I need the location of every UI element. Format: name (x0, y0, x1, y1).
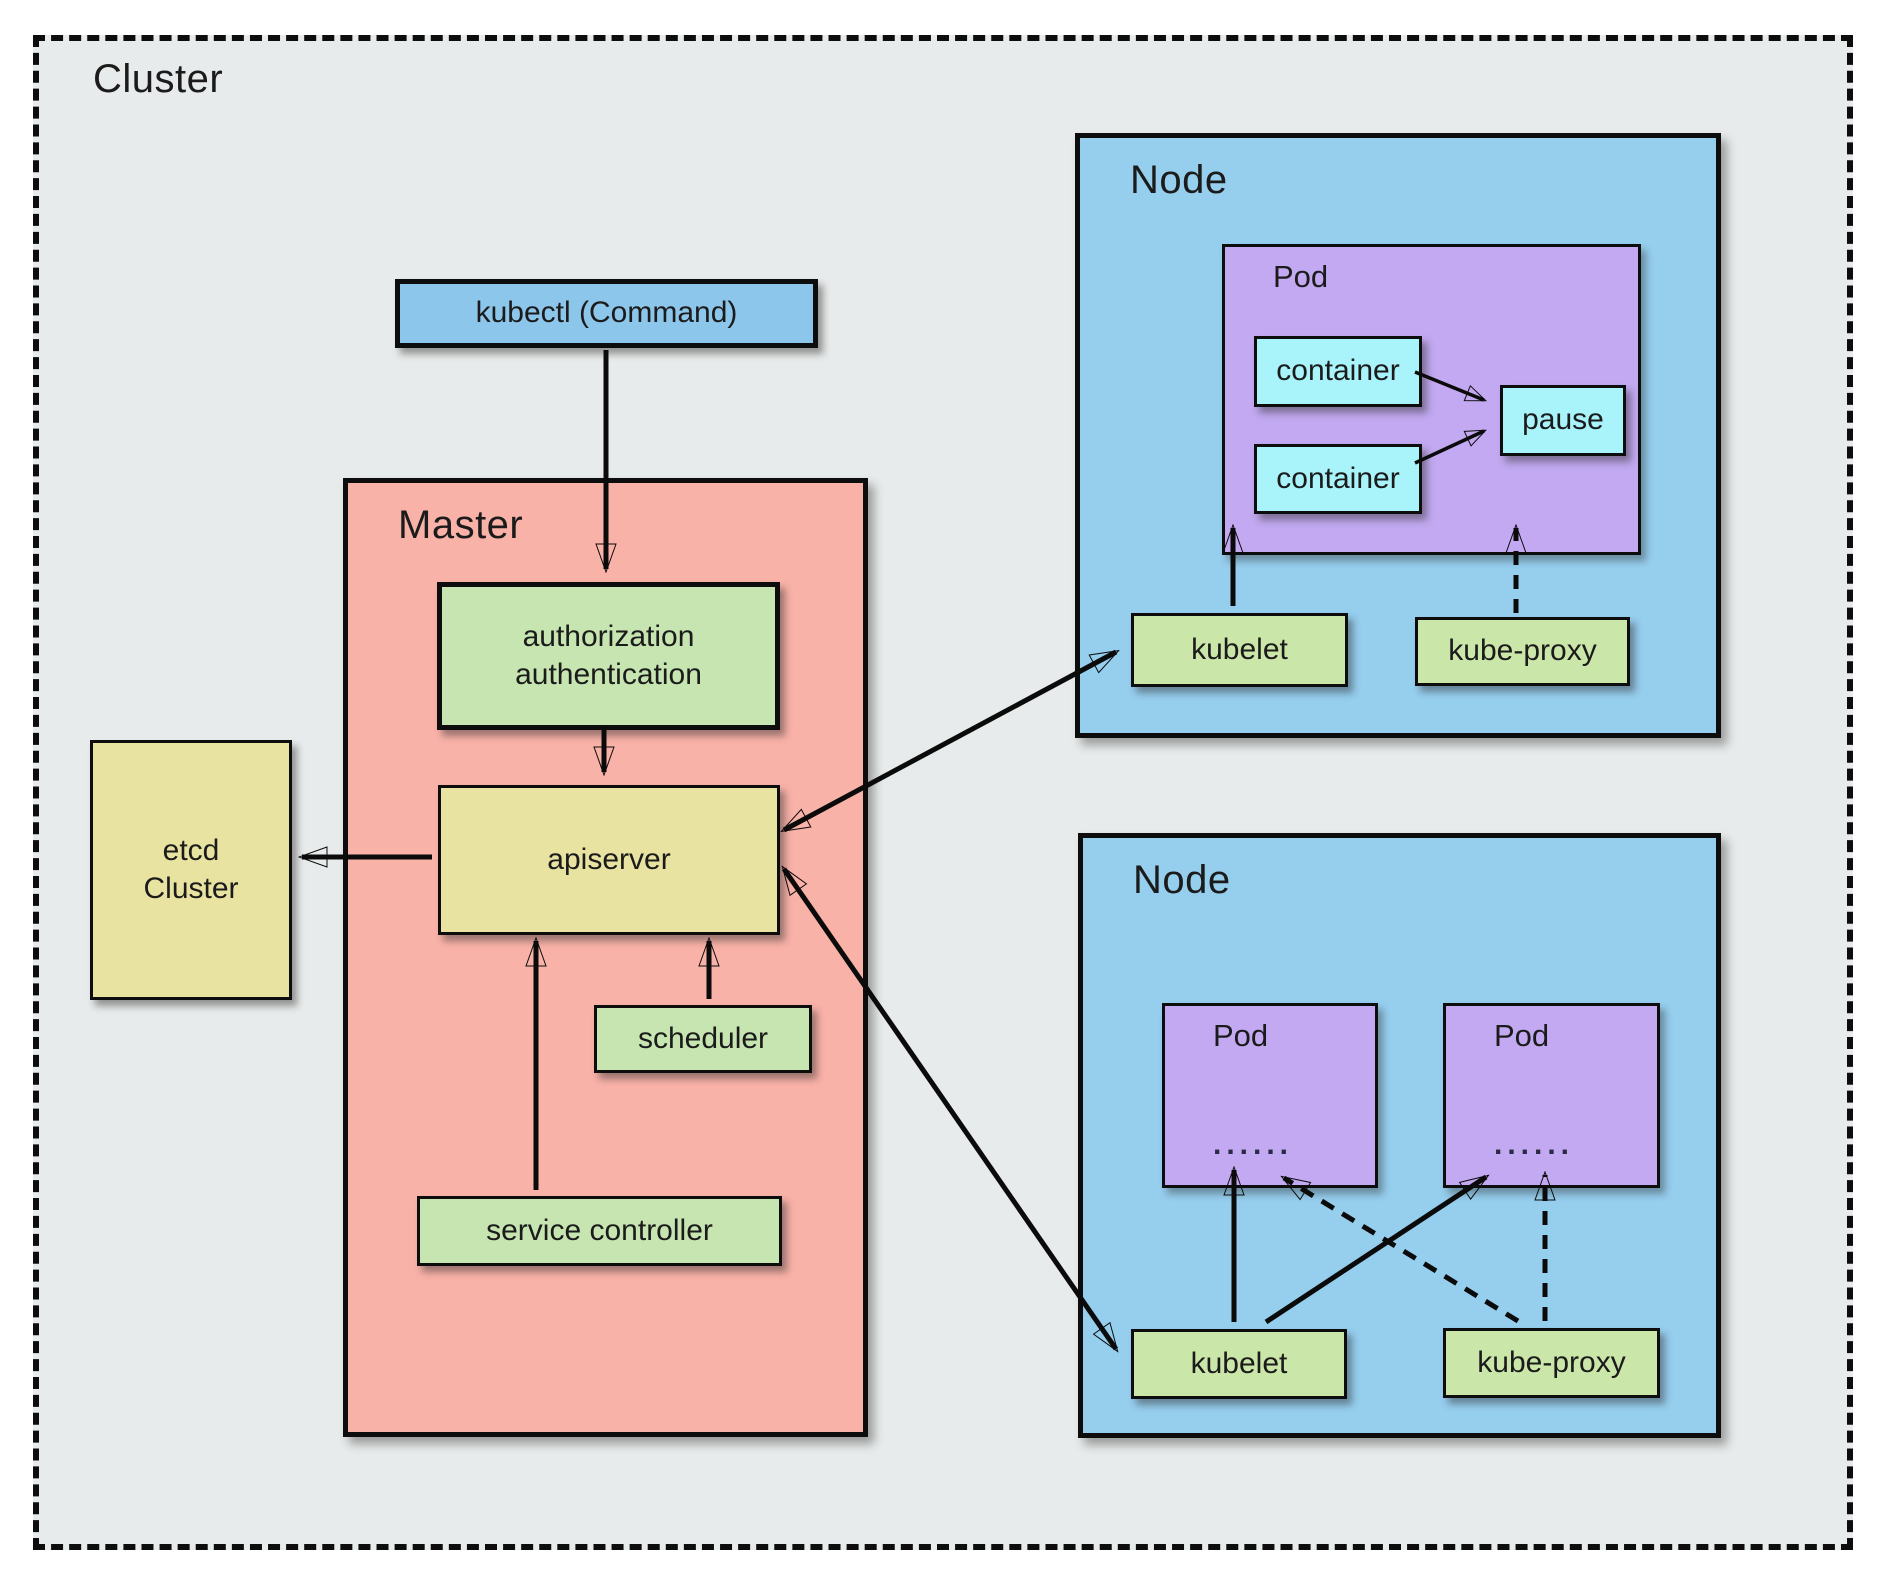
node2-kubelet-label: kubelet (1190, 1346, 1288, 1380)
node1-pause-label: pause (1522, 403, 1604, 437)
node2-pod1-label: Pod (1213, 1018, 1269, 1053)
node1-container1-box: container (1254, 336, 1422, 407)
node2-label: Node (1133, 858, 1231, 902)
node2-kube-proxy-label: kube-proxy (1477, 1345, 1626, 1379)
scheduler-label: scheduler (637, 1021, 769, 1055)
node2-panel: Node Pod ...... Pod ...... kubelet kube-… (1078, 833, 1721, 1438)
cluster-label: Cluster (93, 57, 224, 101)
node1-panel: Node Pod container container pause kubel… (1075, 133, 1721, 738)
scheduler-box: scheduler (594, 1005, 812, 1073)
node2-kube-proxy-box: kube-proxy (1443, 1328, 1660, 1398)
node1-pod-label: Pod (1273, 259, 1329, 294)
node1-kubelet-box: kubelet (1131, 613, 1348, 687)
service-controller-label: service controller (486, 1213, 713, 1247)
node1-label: Node (1130, 158, 1228, 202)
node2-pod1-box: Pod ...... (1162, 1003, 1378, 1188)
node1-container2-label: container (1276, 461, 1400, 495)
service-controller-box: service controller (417, 1196, 782, 1266)
node1-container2-box: container (1254, 444, 1422, 514)
master-label: Master (398, 503, 524, 547)
node1-kubelet-label: kubelet (1191, 632, 1288, 666)
node2-pod2-box: Pod ...... (1443, 1003, 1660, 1188)
kubectl-label: kubectl (Command) (475, 296, 738, 330)
node1-pod-box: Pod container container pause (1222, 244, 1641, 555)
node2-pod1-ellipsis: ...... (1213, 1128, 1294, 1161)
node2-kubelet-box: kubelet (1131, 1329, 1347, 1399)
node1-kube-proxy-label: kube-proxy (1448, 634, 1597, 668)
node1-container1-label: container (1276, 354, 1400, 388)
apiserver-label: apiserver (547, 842, 671, 876)
node1-pause-box: pause (1500, 385, 1626, 456)
node1-kube-proxy-box: kube-proxy (1415, 617, 1630, 686)
node2-pod2-ellipsis: ...... (1494, 1128, 1575, 1161)
apiserver-box: apiserver (438, 785, 780, 935)
node2-pod2-label: Pod (1494, 1018, 1550, 1053)
kubectl-box: kubectl (Command) (395, 279, 818, 348)
